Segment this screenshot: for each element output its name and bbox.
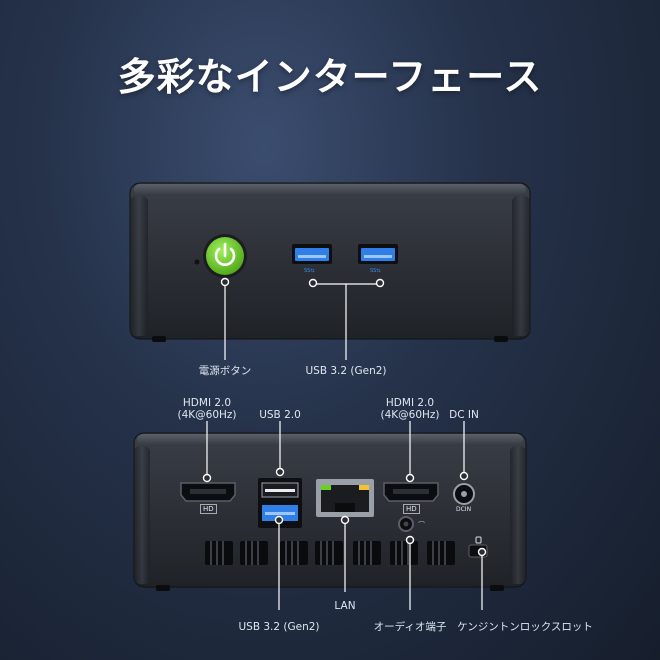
led-indicator [194, 259, 200, 265]
dc-in-icon [453, 483, 475, 505]
lan-label: LAN [334, 600, 356, 612]
audio-label: オーディオ端子 [373, 621, 447, 633]
back-panel: ⌒ [133, 421, 527, 610]
hdmi-right-label-line1: HDMI 2.0 [385, 397, 435, 409]
vent-icon [205, 541, 455, 565]
lock-slot-label: ケンジントンロックスロット [457, 621, 593, 633]
power-button-icon [203, 234, 247, 278]
hdmi-mark: HD [403, 504, 420, 514]
dcin-mark: DCIN [456, 506, 472, 513]
hdmi-port-icon [180, 482, 236, 502]
usb-stack-icon [258, 478, 302, 528]
hdmi-left-label-line2: (4K@60Hz) [177, 409, 237, 421]
front-panel: SS⇆ SS⇆ [129, 182, 531, 360]
usb2-label: USB 2.0 [259, 409, 301, 421]
page-title: 多彩なインターフェース [117, 55, 543, 99]
svg-text:SS⇆: SS⇆ [370, 268, 381, 274]
audio-jack-icon: ⌒ [398, 516, 425, 532]
lan-port-icon [316, 479, 374, 517]
svg-text:⌒: ⌒ [418, 521, 425, 529]
svg-text:SS⇆: SS⇆ [304, 268, 315, 274]
hdmi-left-label-line1: HDMI 2.0 [182, 397, 232, 409]
hdmi-mark: HD [200, 504, 217, 514]
power-button-label: 電源ボタン [198, 365, 252, 377]
usb-port-icon: SS⇆ [358, 244, 398, 274]
usb32-back-label: USB 3.2 (Gen2) [238, 621, 320, 633]
dc-in-label: DC IN [449, 409, 479, 421]
hdmi-port-icon [383, 482, 439, 502]
hdmi-right-label-line2: (4K@60Hz) [380, 409, 440, 421]
front-usb-label: USB 3.2 (Gen2) [305, 365, 387, 377]
usb-port-icon: SS⇆ [292, 244, 332, 274]
